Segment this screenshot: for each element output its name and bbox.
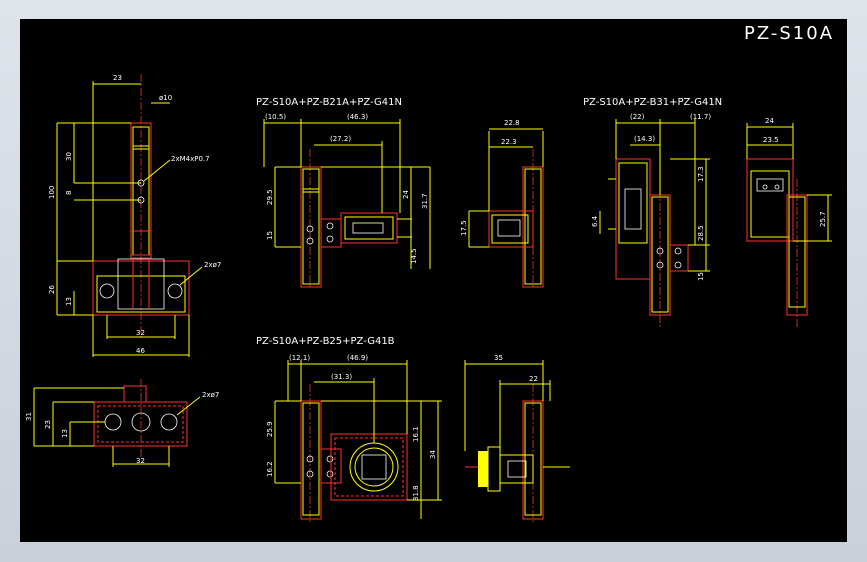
- cad-drawing-canvas[interactable]: PZ-S10A 23: [20, 19, 847, 542]
- technical-drawing: PZ-S10A 23: [25, 23, 834, 524]
- hole-callout-2: 2xø7: [202, 391, 219, 399]
- v3-dim-16.2: 16.2: [266, 461, 274, 477]
- v1-dim-29.5: 29.5: [266, 189, 274, 205]
- dim-32: 32: [136, 329, 145, 337]
- view1-side: 22.8 22.3 17.5: [460, 119, 544, 289]
- v2-dim-23.5: 23.5: [763, 136, 779, 144]
- view3-side: 35 22: [464, 354, 570, 524]
- v1-dim-14.5: 14.5: [410, 248, 418, 264]
- v1-dim-10.5: (10.5): [265, 113, 286, 121]
- v2-dim-28.5: 28.5: [697, 225, 705, 241]
- v1-dim-46.3: (46.3): [347, 113, 368, 121]
- dim-23: 23: [113, 74, 122, 82]
- v3-dim-22: 22: [529, 375, 538, 383]
- v3-dim-31.8: 31.8: [412, 485, 420, 501]
- v1-dim-22.3: 22.3: [501, 138, 517, 146]
- v3-dim-35: 35: [494, 354, 503, 362]
- dim-13: 13: [65, 297, 73, 306]
- v3-dim-31.3: (31.3): [331, 373, 352, 381]
- view2-side: 24 23.5 25.7: [746, 117, 832, 329]
- switch-front-view: 23 ø10 100 30 8 2xM4xP0.7 26 13 2xø7: [48, 74, 221, 357]
- v1-dim-15: 15: [266, 231, 274, 240]
- v1-dim-31.7: 31.7: [421, 193, 429, 209]
- v2-dim-22: (22): [630, 113, 645, 121]
- dim-26: 26: [48, 285, 56, 294]
- v3-dim-25.9: 25.9: [266, 421, 274, 437]
- view3-front: (12.1) (46.9) (31.3) 25.9 16.2 16.1 34 3…: [266, 354, 442, 524]
- dim-13b: 13: [61, 429, 69, 438]
- v2-dim-6.4: 6.4: [591, 215, 599, 227]
- view-label-1: PZ-S10A+PZ-B21A+PZ-G41N: [256, 97, 402, 108]
- v2-dim-24: 24: [765, 117, 774, 125]
- v2-dim-25.7: 25.7: [819, 211, 827, 227]
- drawing-title: PZ-S10A: [744, 23, 834, 44]
- switch-top-view: 31 23 13 2xø7 32: [25, 379, 219, 467]
- v1-dim-27.2: (27.2): [330, 135, 351, 143]
- v3-dim-34: 34: [429, 450, 437, 459]
- dim-30: 30: [65, 152, 73, 161]
- v1-dim-22.8: 22.8: [504, 119, 520, 127]
- thread-callout: 2xM4xP0.7: [171, 155, 210, 163]
- v2-dim-11.7: (11.7): [690, 113, 711, 121]
- dim-31: 31: [25, 412, 33, 421]
- dim-32b: 32: [136, 457, 145, 465]
- dim-8: 8: [65, 191, 73, 195]
- v3-dim-16.1: 16.1: [412, 426, 420, 442]
- view-label-3: PZ-S10A+PZ-B25+PZ-G41B: [256, 336, 395, 347]
- dim-46: 46: [136, 347, 145, 355]
- v2-dim-15: 15: [697, 272, 705, 281]
- view1-front: (10.5) (46.3) (27.2) 29.5 15 24 31.7 14.…: [263, 113, 431, 289]
- view-label-2: PZ-S10A+PZ-B31+PZ-G41N: [583, 97, 722, 108]
- hole-callout-1: 2xø7: [204, 261, 221, 269]
- v1-dim-17.5: 17.5: [460, 220, 468, 236]
- v2-dim-17.3: 17.3: [697, 166, 705, 182]
- dim-100: 100: [48, 186, 56, 199]
- dim-dia10: ø10: [159, 94, 172, 102]
- v1-dim-24: 24: [402, 190, 410, 199]
- v3-dim-12.1: (12.1): [289, 354, 310, 362]
- v2-dim-14.3: (14.3): [634, 135, 655, 143]
- v3-dim-46.9: (46.9): [347, 354, 368, 362]
- view2-front: (22) (11.7) (14.3) 6.4 17.3 28.5 15: [591, 113, 711, 329]
- dim-23b: 23: [44, 420, 52, 429]
